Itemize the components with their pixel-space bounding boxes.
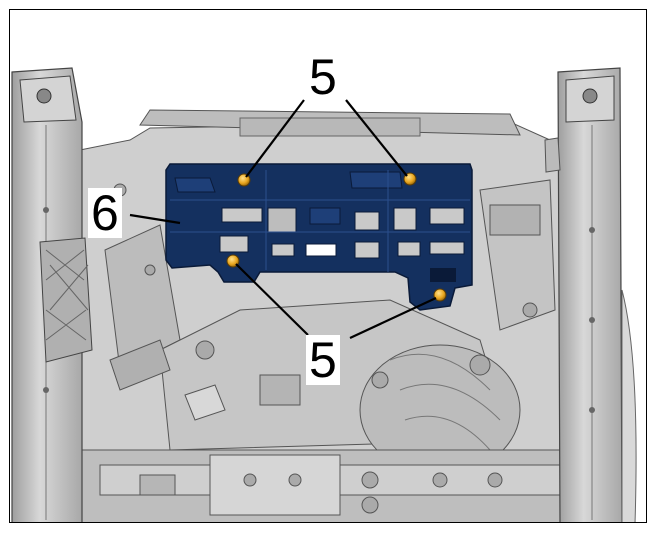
leader-top-right bbox=[345, 99, 408, 177]
callout-bottom-fastener: 5 bbox=[306, 335, 340, 385]
mounting-bracket bbox=[165, 163, 473, 311]
leader-bottom-left bbox=[235, 263, 309, 336]
seat-frame-illustration bbox=[11, 67, 637, 522]
leader-top-left bbox=[245, 99, 305, 178]
leader-side bbox=[129, 213, 181, 225]
leader-lines bbox=[129, 99, 437, 339]
callout-side-bracket: 6 bbox=[88, 188, 122, 238]
left-seat-rail bbox=[11, 67, 93, 522]
right-seat-rail bbox=[544, 67, 637, 522]
seat-cross-member bbox=[79, 449, 571, 522]
leader-bottom-right bbox=[349, 297, 437, 339]
callout-top-fastener: 5 bbox=[306, 52, 340, 102]
diagram-frame: 5 6 5 bbox=[9, 9, 647, 523]
fastener-bottom-right bbox=[433, 288, 447, 302]
